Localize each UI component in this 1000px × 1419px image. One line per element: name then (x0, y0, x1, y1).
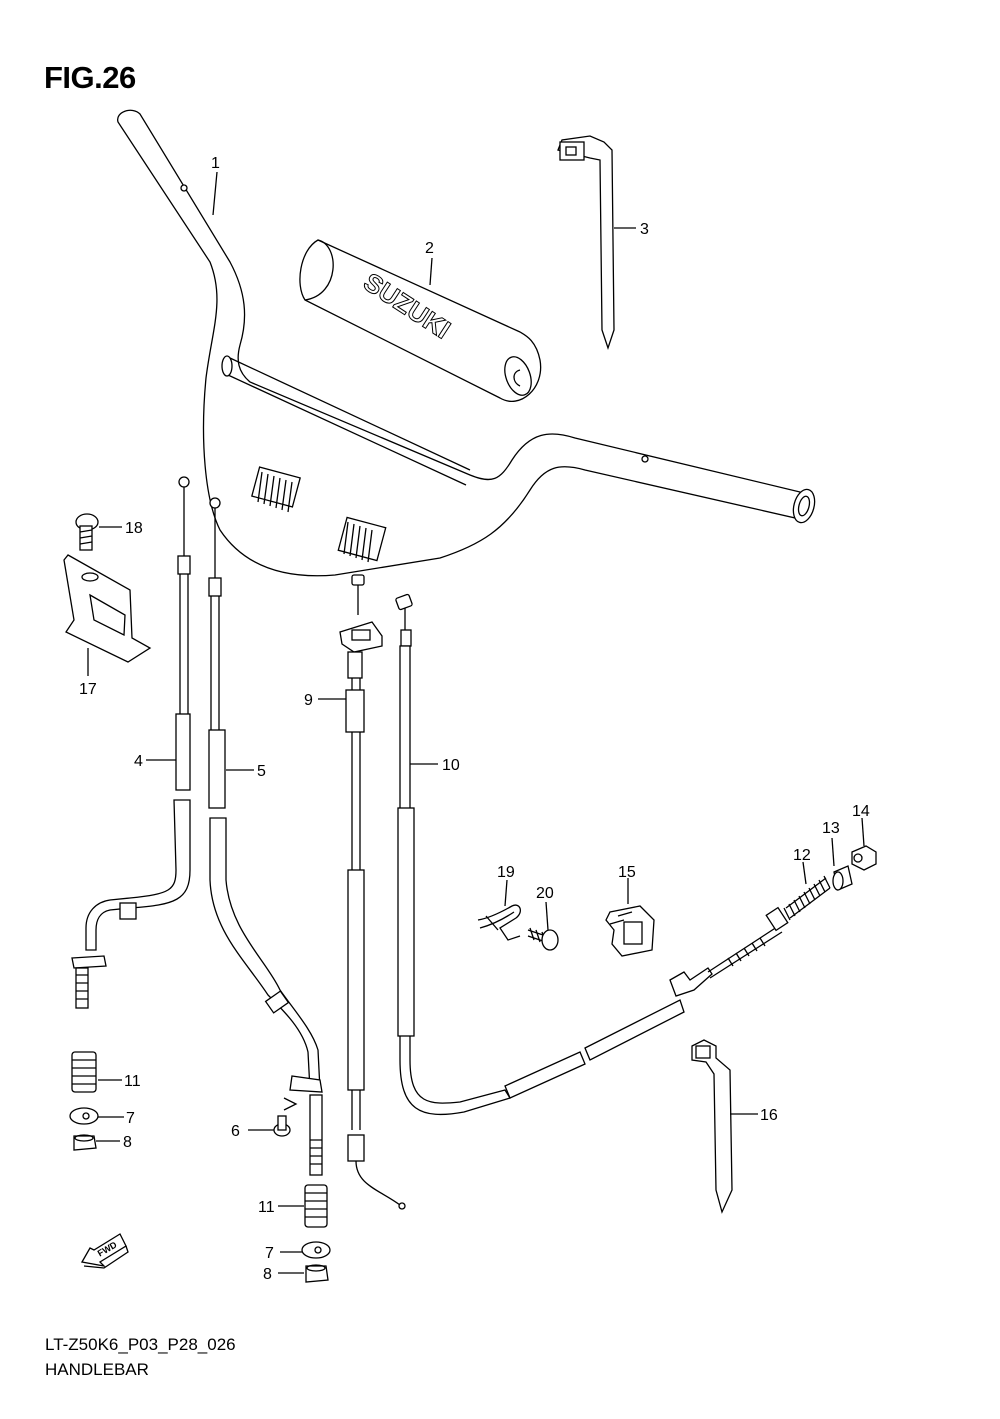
callout-4: 4 (134, 753, 143, 770)
cable-tie-part[interactable] (557, 135, 615, 351)
cable-end-part[interactable] (301, 1241, 331, 1259)
cable-end-part[interactable] (69, 1107, 99, 1125)
bolt-part[interactable] (527, 927, 559, 951)
callout-12: 12 (793, 847, 811, 864)
adjuster-boot-part[interactable] (304, 1184, 328, 1228)
spring-part[interactable] (783, 875, 831, 921)
section-name: HANDLEBAR (45, 1360, 149, 1379)
callout-18: 18 (125, 520, 143, 537)
callout-14: 14 (852, 803, 870, 820)
bolt-part[interactable] (75, 513, 99, 551)
callout-11-lower: 11 (258, 1199, 275, 1216)
callout-17: 17 (79, 681, 97, 698)
leader-line (504, 879, 508, 907)
callout-6: 6 (231, 1123, 240, 1140)
leader-line (429, 257, 433, 286)
callout-5: 5 (257, 763, 266, 780)
nut-part[interactable] (305, 1264, 329, 1283)
callout-20: 20 (536, 885, 554, 902)
adjuster-nut-part[interactable] (851, 845, 877, 871)
callout-19: 19 (497, 864, 515, 881)
callout-9: 9 (304, 692, 313, 709)
forward-direction-arrow: FWD (80, 1233, 129, 1269)
leader-line (861, 817, 865, 847)
callout-7-lower: 7 (265, 1245, 274, 1262)
callout-8: 8 (123, 1134, 132, 1151)
screw-part[interactable] (273, 1097, 298, 1137)
bracket-part[interactable] (63, 554, 152, 663)
clevis-pin-part[interactable] (832, 865, 853, 891)
callout-1: 1 (211, 155, 220, 172)
callout-2: 2 (425, 240, 434, 257)
callout-10: 10 (442, 757, 460, 774)
choke-cable-part[interactable] (208, 497, 323, 1176)
adjuster-boot-part[interactable] (71, 1051, 97, 1093)
leader-line (545, 901, 549, 931)
wire-clip-part[interactable] (477, 904, 522, 941)
cable-tie-part[interactable] (691, 1039, 733, 1214)
leader-line (212, 171, 218, 216)
callout-11: 11 (124, 1073, 141, 1090)
callout-16: 16 (760, 1107, 778, 1124)
callout-15: 15 (618, 864, 636, 881)
callout-3: 3 (640, 221, 649, 238)
rear-brake-cable-part[interactable] (395, 593, 789, 1116)
leader-line (802, 861, 807, 885)
handlebar-pad-part[interactable]: SUZUKI (299, 239, 542, 402)
leader-line (831, 837, 835, 867)
callout-13: 13 (822, 820, 840, 837)
throttle-cable-part[interactable] (71, 476, 191, 1009)
front-brake-cable-part[interactable] (339, 574, 406, 1210)
nut-part[interactable] (73, 1134, 97, 1151)
clamp-part[interactable] (605, 905, 655, 957)
diagram-reference-code: LT-Z50K6_P03_P28_026 (45, 1335, 236, 1354)
callout-8-lower: 8 (263, 1266, 272, 1283)
callout-7: 7 (126, 1110, 135, 1127)
handlebar-part[interactable] (117, 109, 818, 577)
figure-title: FIG.26 (44, 60, 136, 95)
